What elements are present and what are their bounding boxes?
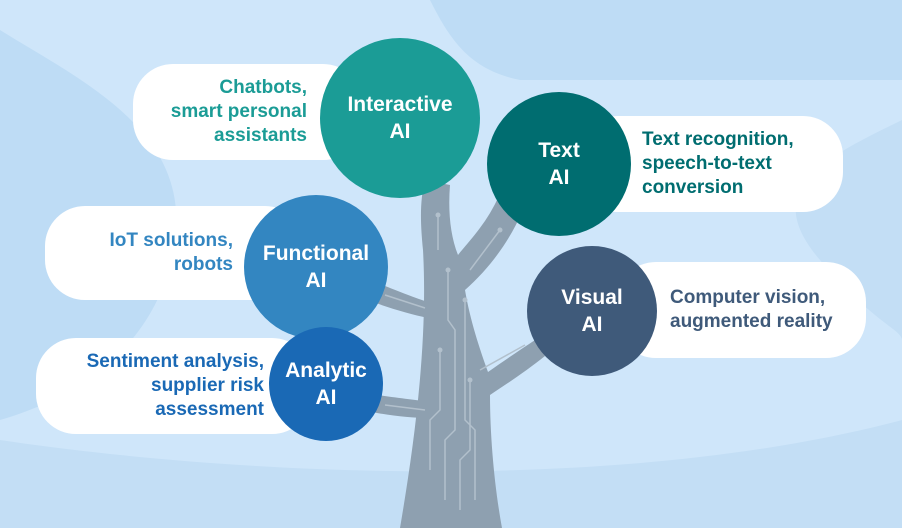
analytic-ai-description: Sentiment analysis, supplier risk assess… [86,351,264,420]
functional-ai-subtitle: AI [305,269,327,292]
functional-ai-description: IoT solutions, robots [109,230,234,275]
interactive-ai-subtitle: AI [389,120,411,143]
text-ai-title: Text [538,139,580,162]
background-blob-top [430,0,902,80]
interactive-ai-title: Interactive [347,93,453,116]
analytic-ai-description-card: Sentiment analysis, supplier risk assess… [36,338,312,434]
visual-ai-subtitle: AI [581,313,603,336]
analytic-ai-subtitle: AI [315,386,337,409]
text-ai-subtitle: AI [548,166,570,189]
visual-ai-circle: Visual AI [527,246,657,376]
visual-ai-description: Computer vision, augmented reality [670,287,833,332]
circuit-nodes [435,212,503,383]
circuit-lines [384,215,526,510]
text-ai-circle: Text AI [487,92,631,236]
analytic-ai-circle: Analytic AI [269,327,383,441]
text-ai-description: Text recognition, speech-to-text convers… [642,129,794,198]
analytic-ai-title: Analytic [285,359,367,382]
visual-ai-description-card: Computer vision, augmented reality [616,262,866,358]
interactive-ai-description: Chatbots, smart personal assistants [170,77,307,146]
interactive-ai-circle: Interactive AI [320,38,480,198]
visual-ai-title: Visual [561,286,623,309]
functional-ai-circle: Functional AI [244,195,388,339]
functional-ai-title: Functional [262,242,370,265]
